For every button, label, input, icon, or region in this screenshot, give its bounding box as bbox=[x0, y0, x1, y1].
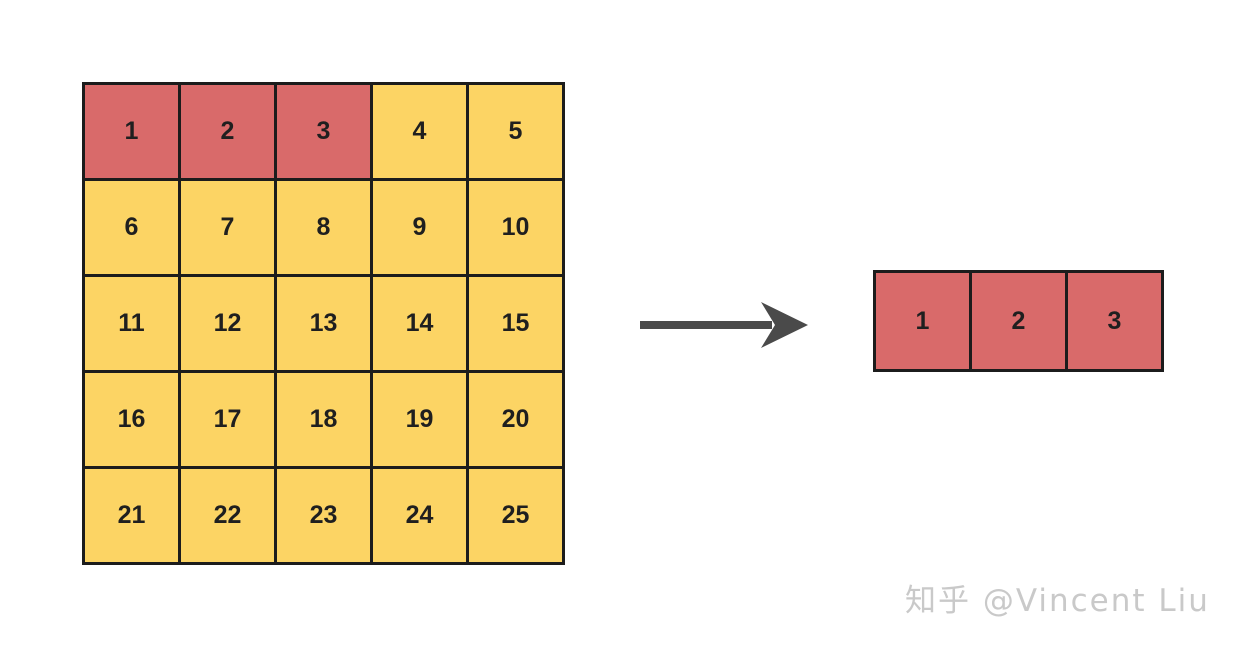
grid-cell: 12 bbox=[181, 277, 274, 370]
grid-cell: 17 bbox=[181, 373, 274, 466]
grid-cell: 19 bbox=[373, 373, 466, 466]
grid-cell: 25 bbox=[469, 469, 562, 562]
grid-cell: 1 bbox=[85, 85, 178, 178]
grid-cell: 16 bbox=[85, 373, 178, 466]
grid-cell: 18 bbox=[277, 373, 370, 466]
grid-cell: 15 bbox=[469, 277, 562, 370]
grid-cell: 1 bbox=[876, 273, 969, 369]
grid-cell: 21 bbox=[85, 469, 178, 562]
grid-cell: 24 bbox=[373, 469, 466, 562]
grid-cell: 9 bbox=[373, 181, 466, 274]
grid-cell: 6 bbox=[85, 181, 178, 274]
watermark-text: 知乎 @Vincent Liu bbox=[905, 583, 1210, 619]
grid-cell: 11 bbox=[85, 277, 178, 370]
grid-cell: 7 bbox=[181, 181, 274, 274]
grid-cell: 20 bbox=[469, 373, 562, 466]
grid-cell: 2 bbox=[972, 273, 1065, 369]
grid-cell: 5 bbox=[469, 85, 562, 178]
grid-cell: 23 bbox=[277, 469, 370, 562]
grid-cell: 3 bbox=[277, 85, 370, 178]
grid-cell: 2 bbox=[181, 85, 274, 178]
grid-cell: 22 bbox=[181, 469, 274, 562]
grid-cell: 14 bbox=[373, 277, 466, 370]
grid-cell: 8 bbox=[277, 181, 370, 274]
grid-cell: 3 bbox=[1068, 273, 1161, 369]
right-arrow-icon bbox=[640, 302, 808, 348]
grid-cell: 10 bbox=[469, 181, 562, 274]
grid-cell: 4 bbox=[373, 85, 466, 178]
grid-cell: 13 bbox=[277, 277, 370, 370]
